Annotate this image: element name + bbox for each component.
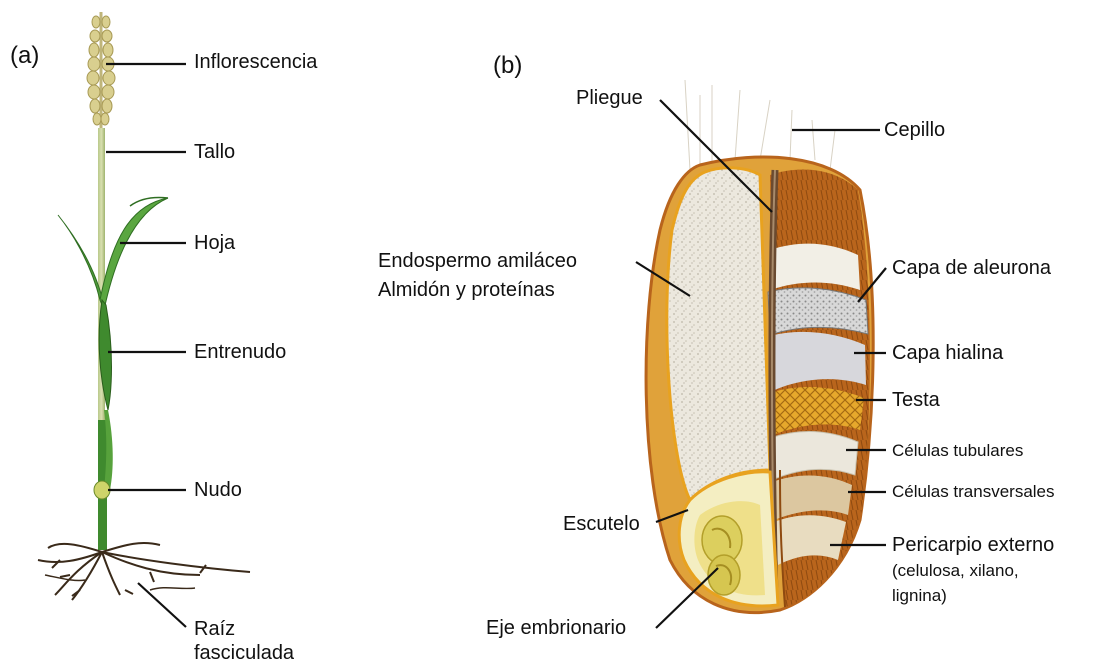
plant-node	[94, 481, 110, 499]
label-embryo-axis: Eje embrionario	[486, 616, 626, 640]
label-aleurone: Capa de aleurona	[892, 256, 1051, 280]
label-stem: Tallo	[194, 140, 235, 164]
label-leaf: Hoja	[194, 231, 235, 255]
label-testa: Testa	[892, 388, 940, 412]
plant-roots	[38, 543, 250, 600]
label-pericarp-line3: lignina)	[892, 585, 947, 607]
endosperm-region	[667, 168, 770, 500]
label-root-line1: Raíz	[194, 617, 235, 641]
label-internode: Entrenudo	[194, 340, 286, 364]
label-endosperm-line2: Almidón y proteínas	[378, 278, 555, 302]
label-pericarp-line2: (celulosa, xilano,	[892, 560, 1019, 582]
label-cross-cells: Células transversales	[892, 481, 1055, 503]
label-pericarp-line1: Pericarpio externo	[892, 533, 1054, 557]
label-crease: Pliegue	[576, 86, 643, 110]
label-brush: Cepillo	[884, 118, 945, 142]
label-node: Nudo	[194, 478, 242, 502]
panel-label-a: (a)	[10, 42, 39, 70]
label-hyaline: Capa hialina	[892, 341, 1003, 365]
label-inflorescence: Inflorescencia	[194, 50, 317, 74]
label-tube-cells: Células tubulares	[892, 440, 1023, 462]
inflorescence-spike	[87, 12, 115, 128]
panel-label-b: (b)	[493, 52, 522, 80]
label-endosperm-line1: Endospermo amiláceo	[378, 249, 577, 273]
label-scutellum: Escutelo	[563, 512, 640, 536]
plant-leaves	[58, 197, 168, 490]
label-root-line2: fasciculada	[194, 641, 294, 665]
